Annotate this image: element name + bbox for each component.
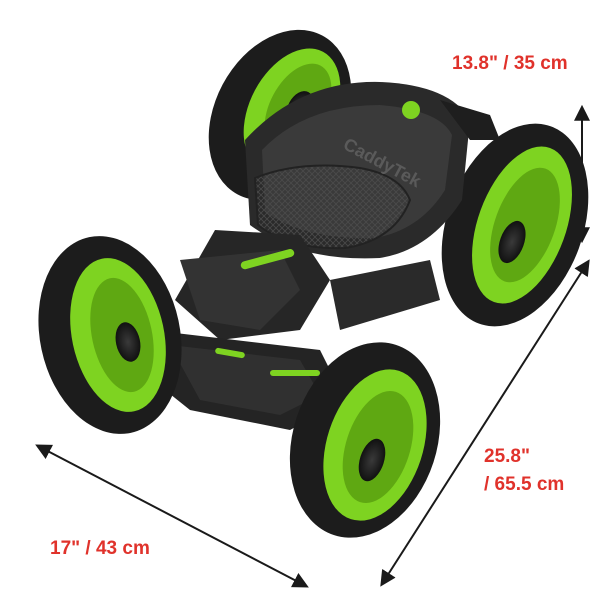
width-dimension-label: 17" / 43 cm: [50, 538, 150, 559]
wheel-front-left: [38, 236, 182, 434]
wheel-back-right: [441, 123, 589, 327]
height-dimension-label: 13.8" / 35 cm: [452, 53, 568, 74]
length-arrow: [380, 259, 590, 587]
cart-frame: [140, 81, 500, 430]
wheel-front-right: [289, 342, 441, 538]
length-dimension-label: 25.8": [484, 446, 530, 467]
width-arrow: [35, 444, 309, 588]
length-dimension-label-metric: / 65.5 cm: [484, 474, 565, 495]
